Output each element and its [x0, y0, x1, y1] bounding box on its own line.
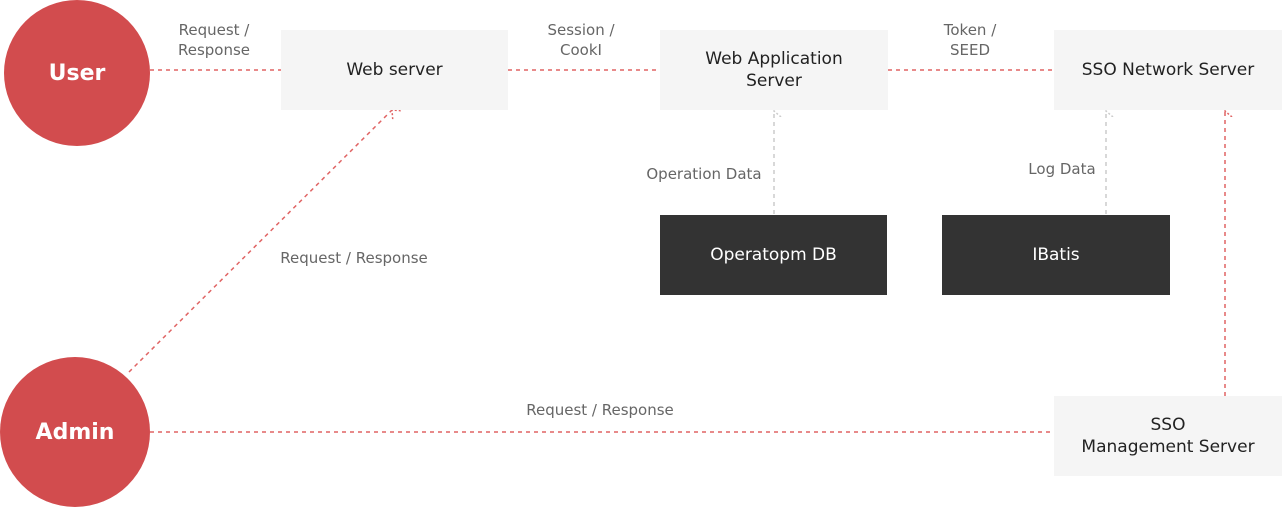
web-app-label: Session / CookI: [547, 21, 615, 59]
web-app-server-label: Web Application Server: [705, 49, 843, 91]
ibatis-node: IBatis: [942, 215, 1170, 295]
admin-web-line: [128, 110, 392, 373]
web-server-label: Web server: [346, 60, 443, 80]
admin-web-label: Request / Response: [280, 249, 428, 267]
sso-network-server-label: SSO Network Server: [1081, 60, 1255, 80]
user-web-label: Request / Response: [177, 21, 251, 59]
web-app-server-node: Web Application Server: [660, 30, 888, 110]
sso-management-server-label: SSO Management Server: [1081, 415, 1255, 457]
app-sso-label: Token / SEED: [943, 21, 997, 59]
operation-data-label: Operation Data: [646, 165, 762, 183]
ibatis-label: IBatis: [1032, 245, 1080, 265]
admin-actor-label: Admin: [35, 419, 115, 445]
operation-db-node: Operatopm DB: [660, 215, 887, 295]
user-actor-label: User: [48, 60, 106, 86]
log-data-label: Log Data: [1028, 160, 1096, 178]
admin-sso-label: Request / Response: [526, 401, 674, 419]
web-server-node: Web server: [281, 30, 508, 110]
admin-actor: Admin: [0, 357, 150, 507]
sso-management-server-node: SSO Management Server: [1054, 396, 1282, 476]
operation-db-label: Operatopm DB: [710, 245, 837, 265]
sso-network-server-node: SSO Network Server: [1054, 30, 1282, 110]
user-actor: User: [4, 0, 150, 146]
